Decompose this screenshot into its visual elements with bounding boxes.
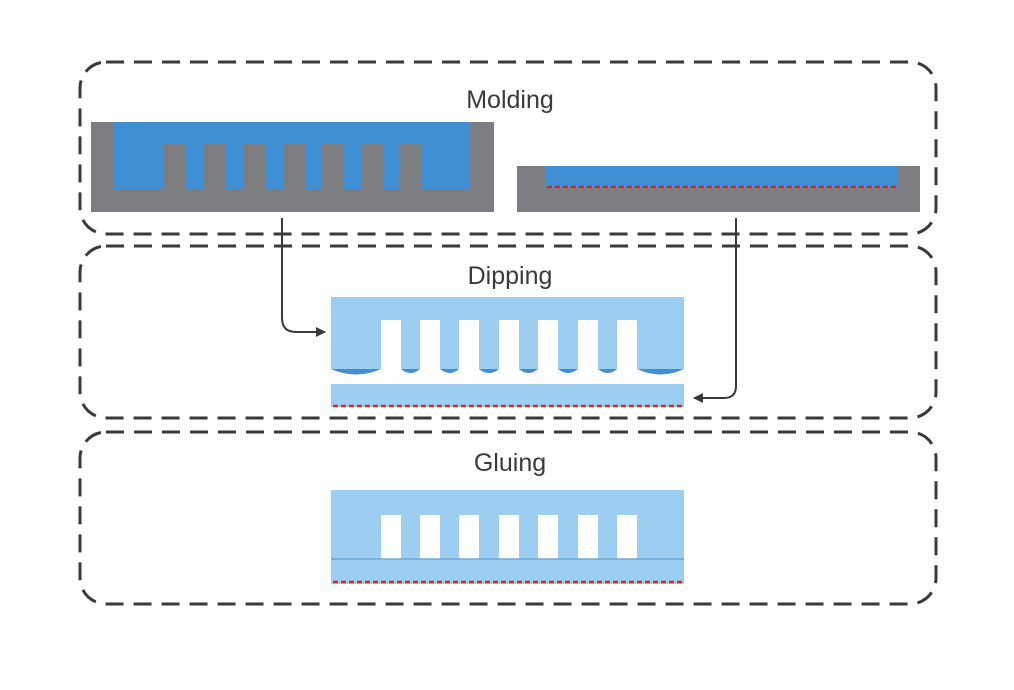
substrate-layer (331, 384, 684, 407)
dipping-stage-label: Dipping (468, 262, 553, 290)
channel-gap (578, 515, 598, 559)
channel-gap (381, 515, 401, 559)
flat-polymer-layer (545, 166, 898, 188)
dipping-substrate (331, 384, 684, 408)
channel-gap (538, 515, 558, 559)
mold-post (400, 144, 422, 190)
glue-droplet (479, 369, 499, 373)
mold-post (164, 144, 186, 190)
mold-post (204, 144, 226, 190)
mold-post (243, 144, 265, 190)
glue-droplet (331, 369, 381, 375)
arrow-to-dipping-substrate (693, 218, 737, 403)
gluing-stage-panel (78, 430, 938, 606)
channel-gap (499, 515, 519, 559)
glue-droplet (401, 369, 420, 373)
glue-droplet (440, 369, 459, 373)
glue-droplet (598, 369, 617, 373)
pillar-mold-assembly (91, 122, 494, 212)
channel-gap (459, 515, 479, 559)
molding-stage-panel (78, 60, 938, 236)
glue-droplet (637, 369, 684, 375)
flat-mold-assembly (517, 166, 920, 212)
mold-post (322, 144, 344, 190)
glue-droplet (519, 369, 538, 373)
channel-gap (420, 515, 440, 559)
pillar-structure-body (331, 297, 684, 369)
dipping-stage-panel (78, 244, 938, 420)
glued-structure (331, 490, 684, 584)
mold-post (283, 144, 305, 190)
arrow-to-dipping-pillars (281, 218, 326, 337)
mold-post (361, 144, 383, 190)
channel-gap (617, 515, 637, 559)
dipped-pillar-structure (331, 297, 684, 375)
gluing-stage-label: Gluing (474, 449, 546, 477)
molding-stage-label: Molding (466, 86, 554, 114)
glue-droplet (558, 369, 578, 373)
